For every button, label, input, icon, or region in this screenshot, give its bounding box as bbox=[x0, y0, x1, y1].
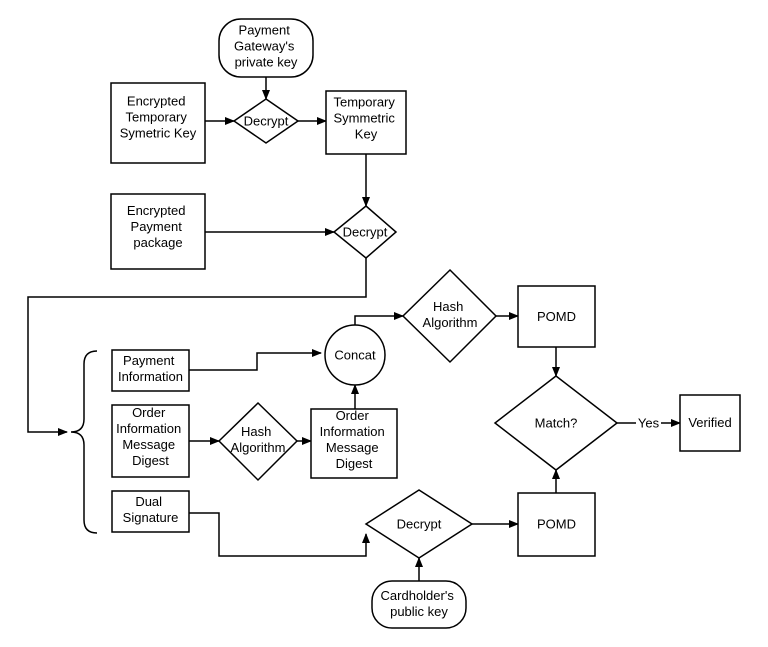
svg-text:Hash Algorithm: Hash Algorithm bbox=[231, 424, 286, 455]
svg-text:Order Information: Order Information Message Digest bbox=[116, 405, 185, 468]
node-hash-algorithm-top[interactable]: Hash Algorithm bbox=[401, 268, 498, 364]
node-pg-private-key[interactable]: Payment Gateway's private key bbox=[218, 18, 314, 78]
svg-text:Decrypt: Decrypt bbox=[397, 517, 442, 532]
node-temp-sym-key[interactable]: Temporary Symmetric Key bbox=[325, 90, 407, 155]
svg-text:Order Information: Order Information Message Digest bbox=[320, 408, 389, 471]
edge-concat-to-hash-top bbox=[354, 312, 404, 325]
grouping-brace bbox=[70, 350, 98, 534]
svg-text:Concat: Concat bbox=[334, 348, 376, 363]
svg-text:POMD: POMD bbox=[537, 517, 576, 532]
edge-dual-signature-to-decrypt-3 bbox=[189, 512, 370, 557]
svg-text:Match?: Match? bbox=[535, 416, 578, 431]
edge-decrypt-2-to-brace bbox=[27, 258, 367, 436]
svg-text:Encrypted Payment: Encrypted Payment package bbox=[127, 203, 189, 250]
node-oimd-input[interactable]: Order Information Message Digest bbox=[111, 404, 190, 478]
node-dual-signature[interactable]: Dual Signature bbox=[111, 490, 190, 533]
svg-text:POMD: POMD bbox=[537, 309, 576, 324]
node-enc-payment-package[interactable]: Encrypted Payment package bbox=[110, 193, 206, 270]
node-cardholder-public-key[interactable]: Cardholder's public key bbox=[371, 580, 467, 629]
node-pomd-bottom[interactable]: POMD bbox=[517, 492, 596, 557]
node-decrypt-3[interactable]: Decrypt bbox=[364, 489, 474, 559]
node-concat[interactable]: Concat bbox=[324, 324, 386, 386]
edge-label-yes: Yes bbox=[638, 416, 660, 431]
svg-text:Hash Algorithm: Hash Algorithm bbox=[423, 299, 478, 330]
svg-text:Decrypt: Decrypt bbox=[244, 114, 289, 129]
node-oimd-output[interactable]: Order Information Message Digest bbox=[310, 408, 398, 479]
node-decrypt-2[interactable]: Decrypt bbox=[332, 205, 398, 259]
svg-text:Payment Gateway's: Payment Gateway's private key bbox=[234, 23, 298, 70]
node-hash-algorithm-mid[interactable]: Hash Algorithm bbox=[217, 401, 299, 482]
edge-payment-info-to-concat bbox=[189, 349, 322, 371]
svg-text:Dual Signature: Dual Signature bbox=[123, 494, 179, 525]
svg-text:Temporary Symmetric: Temporary Symmetric Key bbox=[333, 95, 398, 142]
node-payment-information[interactable]: Payment Information bbox=[111, 349, 190, 392]
svg-text:Decrypt: Decrypt bbox=[343, 225, 388, 240]
svg-text:Verified: Verified bbox=[688, 415, 731, 430]
node-pomd-top[interactable]: POMD bbox=[517, 285, 596, 348]
svg-text:Encrypted Temporary: Encrypted Temporary Symetric Key bbox=[120, 94, 197, 141]
node-enc-temp-sym-key[interactable]: Encrypted Temporary Symetric Key bbox=[110, 82, 206, 164]
svg-text:Cardholder's public key: Cardholder's public key bbox=[381, 588, 458, 619]
node-decrypt-1[interactable]: Decrypt bbox=[232, 98, 300, 144]
edges bbox=[27, 77, 681, 581]
node-verified[interactable]: Verified bbox=[679, 394, 741, 452]
node-match[interactable]: Match? bbox=[493, 375, 619, 471]
svg-text:Payment Information: Payment Information bbox=[118, 353, 183, 384]
